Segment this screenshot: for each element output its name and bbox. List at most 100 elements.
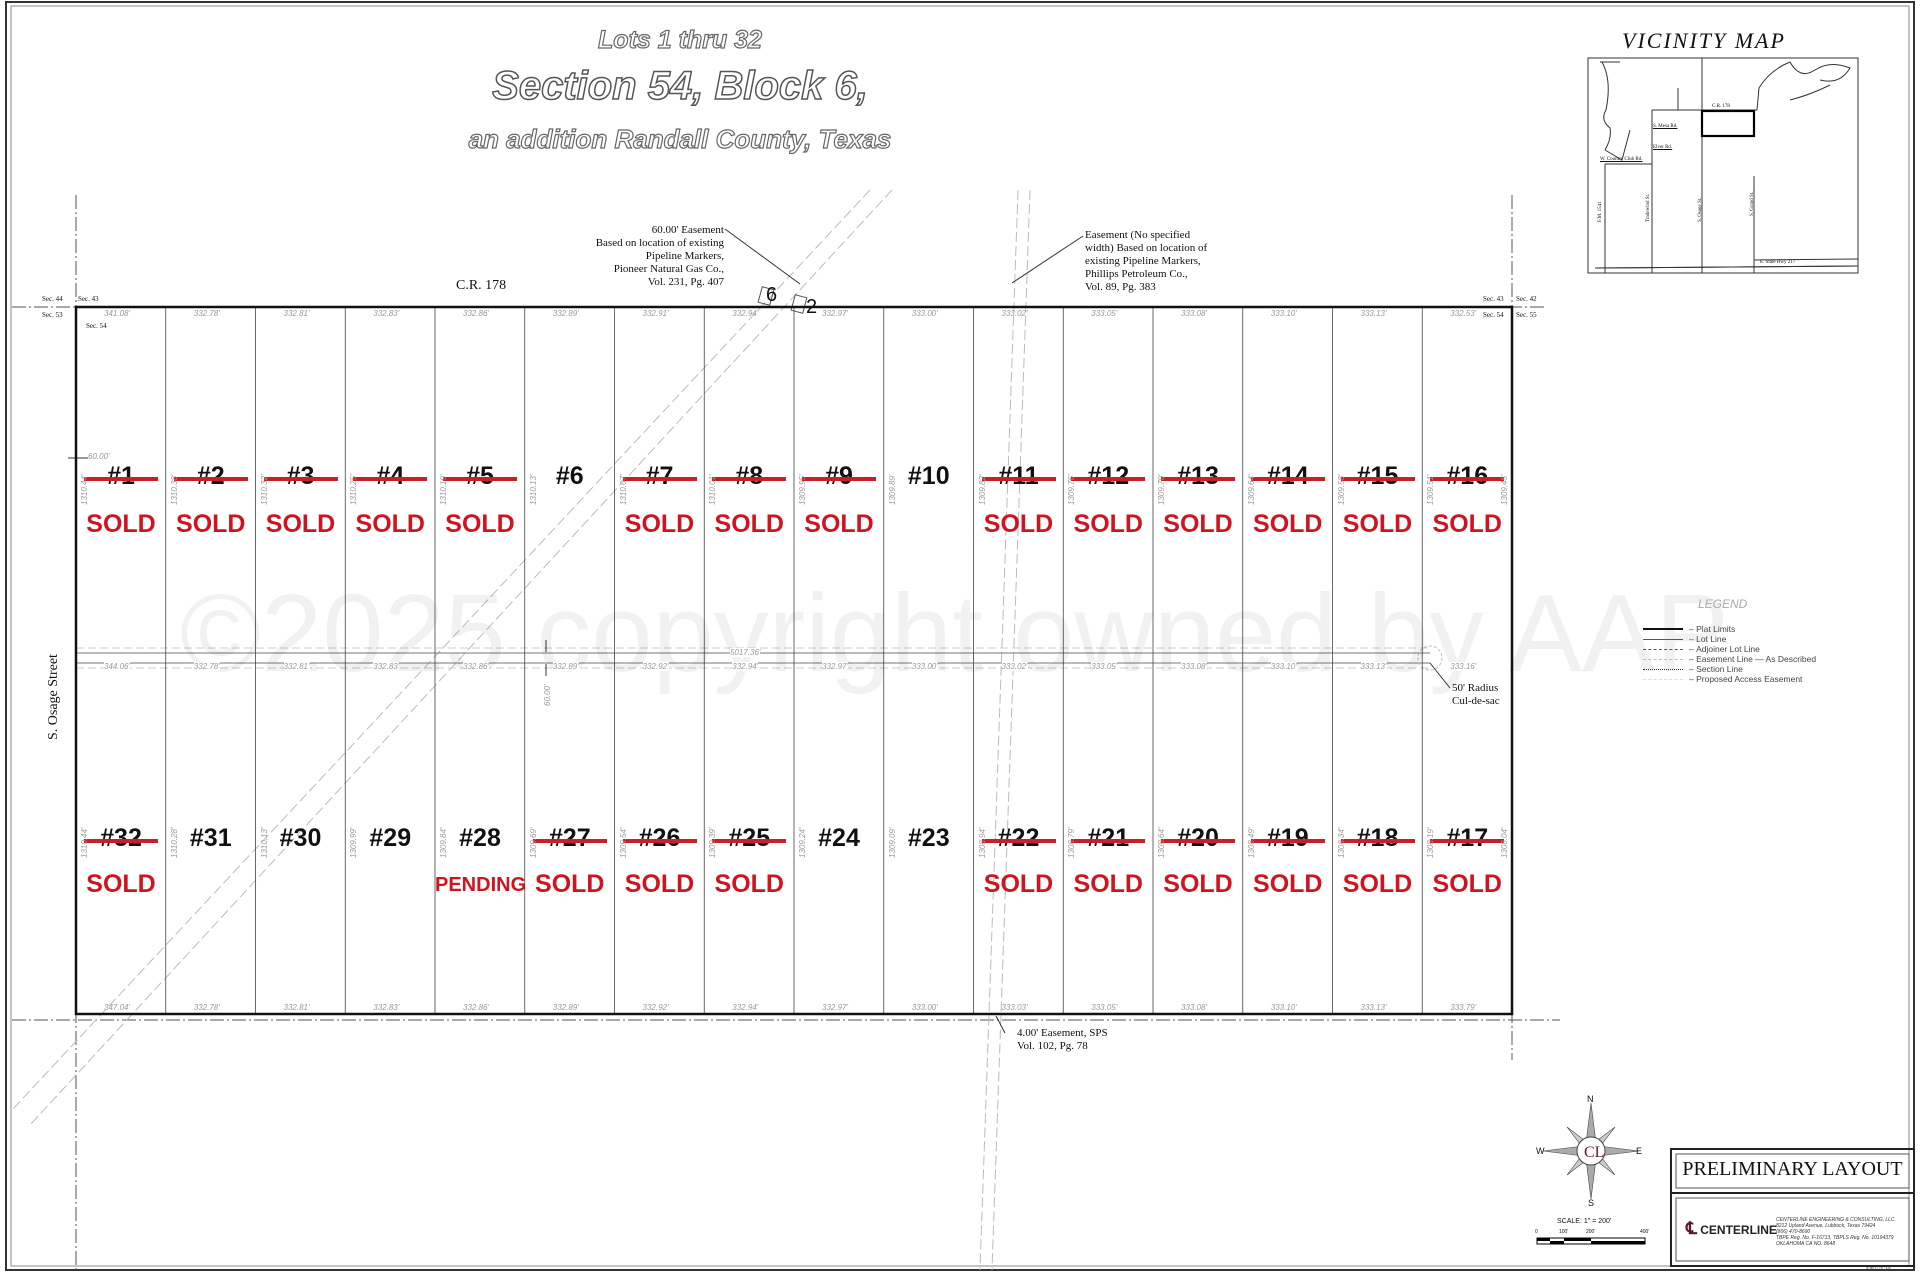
lot-width-label: 333.10' <box>1270 662 1297 671</box>
sold-badge: SOLD <box>624 870 695 898</box>
marker-2: 2 <box>806 296 818 318</box>
lot-depth-label: 1309.09' <box>887 827 897 858</box>
lot-depth-label: 1308.19' <box>1426 827 1436 858</box>
vicinity-label: S. Osage St. <box>1698 197 1703 222</box>
section-label: Sec. 42 <box>1516 295 1537 303</box>
company-info: CENTERLINE ENGINEERING & CONSULTING, LLC… <box>1776 1217 1896 1247</box>
lot-width-label: 332.83' <box>373 662 400 671</box>
lot-number: #16 <box>1422 462 1512 491</box>
lot-width-label: 332.97' <box>822 662 848 671</box>
sold-badge: SOLD <box>714 870 784 898</box>
sold-badge: SOLD <box>86 510 156 538</box>
lot-number: #20 <box>1153 824 1243 853</box>
sold-badge: SOLD <box>176 510 246 538</box>
street-label-osage: S. Osage Street <box>46 654 61 740</box>
compass-east: E <box>1636 1146 1643 1156</box>
lot-depth-label: 1310.28' <box>169 827 179 858</box>
lot-number: #3 <box>256 462 346 491</box>
lot-width-label: 332.89' <box>552 309 579 318</box>
section-label: Sec. 53 <box>42 311 63 319</box>
vicinity-label: Tradewind St. <box>1646 193 1651 222</box>
lot-width-label: 333.02' <box>1001 662 1028 671</box>
lot-width-label: 333.08' <box>1181 1003 1207 1012</box>
legend-title: LEGEND <box>1698 597 1748 611</box>
title-section: Section 54, Block 6, <box>491 63 868 109</box>
cl-logo-icon: ℄ <box>1686 1219 1697 1238</box>
sold-badge: SOLD <box>265 510 336 538</box>
lot-width-label: 333.05' <box>1091 309 1118 318</box>
lot-width-label: 333.00' <box>911 1003 938 1012</box>
lot-width-label: 333.13' <box>1360 662 1387 671</box>
lot-width-label: 332.86' <box>463 662 489 671</box>
lot-width-label: 332.86' <box>463 309 489 318</box>
vicinity-label: S. Grand St. <box>1750 191 1755 216</box>
lot-number: #12 <box>1063 462 1153 491</box>
lot-width-label: 332.81' <box>283 662 310 671</box>
sold-badge: SOLD <box>1342 510 1413 538</box>
lot-width-label: 332.92' <box>642 1003 669 1012</box>
lot-width-label: 347.04' <box>104 1003 130 1012</box>
vicinity-label: C.R. 178 <box>1712 104 1730 109</box>
lot-number: #32 <box>76 824 166 853</box>
pending-badge: PENDING <box>435 874 527 896</box>
lot-width-label: 332.81' <box>283 309 310 318</box>
lot-width-label: 332.94' <box>732 1003 759 1012</box>
sold-badge: SOLD <box>355 510 425 538</box>
lot-number: #6 <box>555 462 584 490</box>
centerline-logo: ℄ CENTERLINE <box>1686 1219 1777 1238</box>
lot-number: #11 <box>974 462 1064 491</box>
vicinity-label: E. State Hwy 217 <box>1760 260 1796 265</box>
lot-number: #29 <box>369 824 412 852</box>
lot-width-label: 332.83' <box>373 1003 400 1012</box>
svg-text:CL: CL <box>1584 1144 1604 1161</box>
vicinity-label: W. Country Club Rd. <box>1600 157 1643 162</box>
lot-number: #9 <box>794 462 884 491</box>
sold-badge: SOLD <box>714 510 784 538</box>
lot-depth-label: 1309.89' <box>887 474 897 505</box>
access-width-left-label: 60.00' <box>88 452 110 461</box>
legend: – Plat Limits – Lot Line – Adjoiner Lot … <box>1643 624 1816 684</box>
lot-number: #25 <box>704 824 794 853</box>
sold-badge: SOLD <box>1073 870 1143 898</box>
legend-item: – Proposed Access Easement <box>1643 674 1816 684</box>
lot-depth-label: 1309.99' <box>349 827 359 858</box>
lot-depth-label: 1309.39' <box>708 827 718 858</box>
copyright-watermark: ©2025 copyright owned by AAP <box>180 572 1729 695</box>
lot-number: #8 <box>704 462 794 491</box>
lot-width-label: 332.97' <box>822 309 848 318</box>
section-label: Sec. 43 <box>1483 295 1504 303</box>
lot-depth-label: 1309.64' <box>1246 474 1256 505</box>
lot-width-label: 333.05' <box>1091 662 1118 671</box>
lot-number: #26 <box>615 824 705 853</box>
lot-depth-label: 1308.79' <box>1067 827 1077 858</box>
vicinity-map-linework <box>1587 57 1859 274</box>
lot-depth-label: 1308.04' <box>1500 827 1509 858</box>
lot-width-label: 332.78' <box>193 662 220 671</box>
vicinity-map-title: VICINITY MAP <box>1622 28 1786 53</box>
lot-depth-label: 1309.70' <box>1157 474 1166 505</box>
title-county: an addition Randall County, Texas <box>468 123 892 154</box>
lot-number: #4 <box>345 462 435 491</box>
legend-item: – Section Line <box>1643 664 1816 674</box>
compass-rose: CL <box>1542 1102 1640 1200</box>
road-label-cr178: C.R. 178 <box>456 278 507 293</box>
lot-width-label: 332.78' <box>193 1003 220 1012</box>
lot-depth-label: 1309.54' <box>618 827 628 858</box>
scale-tick: 200' <box>1586 1229 1596 1235</box>
lot-number: #2 <box>166 462 256 491</box>
lot-number: #1 <box>76 462 166 491</box>
lot-width-label: 333.02' <box>1001 309 1028 318</box>
lot-number: #5 <box>435 462 525 491</box>
lot-width-label: 333.16' <box>1450 662 1477 671</box>
vicinity-label: F.M. 1541 <box>1598 201 1603 222</box>
title-lots: Lots 1 thru 32 <box>597 25 762 54</box>
sold-badge: SOLD <box>1432 870 1502 898</box>
compass-north: N <box>1587 1094 1594 1104</box>
legend-item: – Lot Line <box>1643 634 1816 644</box>
scale-label: SCALE: 1" = 200' <box>1557 1218 1612 1225</box>
lot-depth-label: 1309.24' <box>798 827 807 858</box>
scale-bar <box>1536 1237 1646 1245</box>
